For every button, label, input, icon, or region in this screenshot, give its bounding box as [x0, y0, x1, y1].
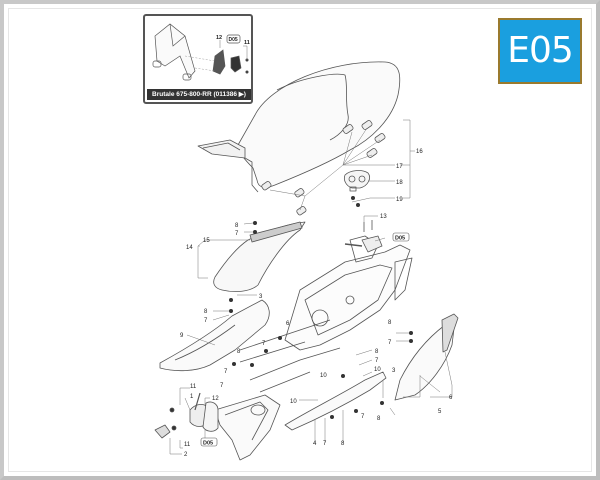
- callout-10-under: 10: [374, 367, 381, 373]
- inset-model-caption: Brutale 675-800-RR (011386 ▶): [147, 89, 251, 100]
- left-under-cover[interactable]: [159, 299, 270, 372]
- callout-8-mid: 8: [237, 349, 241, 355]
- callout-9: 9: [180, 333, 184, 339]
- callout-6-reflector: 6: [449, 395, 453, 401]
- seat-lock-bracket[interactable]: [344, 170, 370, 192]
- callout-18: 18: [396, 180, 403, 186]
- callout-16: 16: [416, 149, 423, 155]
- callout-7-low: 7: [220, 383, 224, 389]
- callout-19: 19: [396, 197, 403, 203]
- inset-ref-d05[interactable]: D05: [229, 37, 238, 43]
- callout-15: 15: [203, 238, 210, 244]
- inset-callout-12: 12: [216, 35, 222, 41]
- callout-7-under: 7: [375, 358, 379, 364]
- callout-8-top: 8: [235, 223, 239, 229]
- callout-2: 2: [184, 452, 188, 458]
- callout-5: 5: [438, 409, 442, 415]
- callout-13: 13: [380, 214, 387, 220]
- callout-8-bottom2: 8: [377, 416, 381, 422]
- callout-11-bottom: 11: [184, 442, 191, 448]
- callout-7-left: 7: [204, 318, 208, 324]
- svg-text:D05: D05: [395, 236, 405, 242]
- pin-and-plate[interactable]: [154, 392, 219, 439]
- ref-tag-d05-bottom[interactable]: D05: [200, 437, 218, 447]
- callout-8-bottom: 8: [341, 441, 345, 447]
- callout-10-left: 10: [320, 373, 327, 379]
- lower-fairing[interactable]: [284, 371, 387, 431]
- callout-7-mid: 7: [262, 341, 266, 347]
- frame-inner-border: [8, 8, 592, 472]
- inset-drawing: 12 D05 11: [152, 23, 250, 81]
- seat-part[interactable]: [197, 61, 401, 193]
- svg-text:D05: D05: [203, 441, 213, 447]
- callout-12: 12: [212, 396, 219, 402]
- right-side-cover[interactable]: [394, 313, 459, 401]
- callout-11-top: 11: [190, 384, 197, 390]
- callout-7-bottom2: 7: [361, 414, 365, 420]
- callout-3-right: 3: [392, 368, 396, 374]
- callout-1: 1: [190, 394, 194, 400]
- side-panel-left[interactable]: [213, 221, 306, 292]
- rear-subframe[interactable]: [239, 235, 413, 393]
- callout-10-low: 10: [290, 399, 297, 405]
- callout-6-left: 6: [286, 321, 290, 327]
- callout-4: 4: [313, 441, 317, 447]
- callout-3-left: 3: [259, 294, 263, 300]
- inset-callout-11: 11: [244, 40, 250, 46]
- callout-17: 17: [396, 164, 403, 170]
- inset-detail-box[interactable]: 12 D05 11 Brutale 675-800-RR (011386 ▶): [143, 14, 253, 104]
- callout-7-top: 7: [235, 231, 239, 237]
- callout-7-bottom: 7: [323, 441, 327, 447]
- callout-7-right: 7: [388, 340, 392, 346]
- callout-8-right: 8: [388, 320, 392, 326]
- seat-lock[interactable]: [344, 220, 383, 253]
- section-code-badge: E05: [498, 18, 582, 84]
- ref-tag-d05-lock[interactable]: D05: [392, 232, 410, 242]
- fasteners: [229, 196, 413, 419]
- callout-7-mid2: 7: [224, 369, 228, 375]
- callout-8-under: 8: [375, 349, 379, 355]
- seat-buffers[interactable]: [261, 120, 386, 216]
- callout-14: 14: [186, 245, 193, 251]
- footpeg-bracket[interactable]: [214, 394, 281, 461]
- callout-8-left: 8: [204, 309, 208, 315]
